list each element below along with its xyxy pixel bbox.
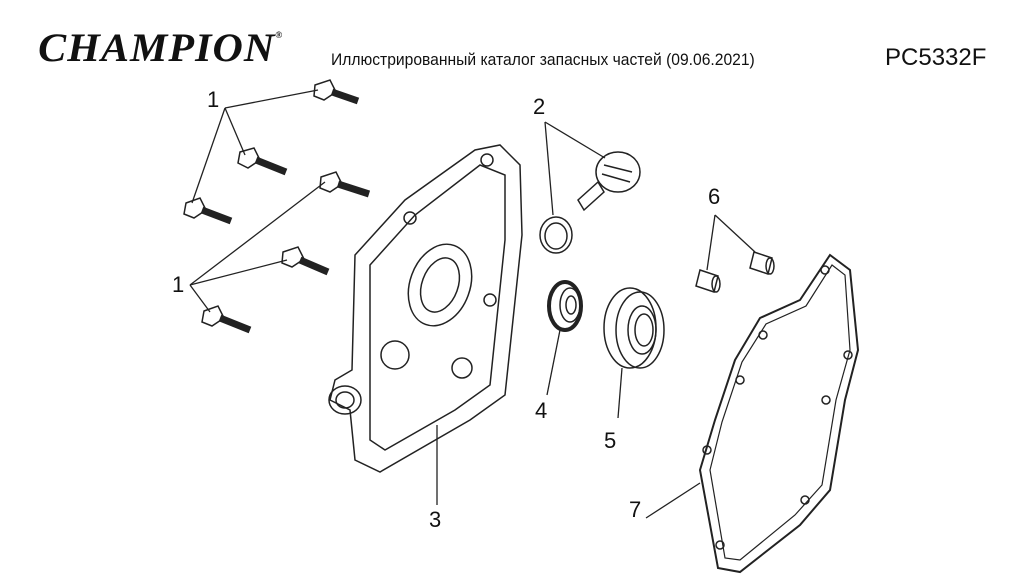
leader-lines-1 <box>189 89 326 313</box>
model-number: PC5332F <box>885 44 987 71</box>
bolt <box>183 197 233 225</box>
dowel-pin <box>749 251 775 275</box>
callout-7: 7 <box>629 497 641 522</box>
crankcase-cover <box>328 144 523 473</box>
bearing <box>603 287 665 369</box>
catalog-title: Иллюстрированный каталог запасных частей… <box>331 50 755 69</box>
callout-1-lower: 1 <box>172 272 184 297</box>
callout-4: 4 <box>535 398 547 423</box>
leader-lines-6 <box>706 214 756 271</box>
callout-3: 3 <box>429 507 441 532</box>
seal-ring <box>539 216 573 254</box>
bolt <box>201 305 252 334</box>
callout-6: 6 <box>708 184 720 209</box>
leader-line-7 <box>645 482 701 519</box>
oil-seal <box>547 280 583 332</box>
champion-logo: CHAMPION® <box>38 25 284 70</box>
callout-5: 5 <box>604 428 616 453</box>
leader-lines-2 <box>544 121 606 216</box>
leader-line-5 <box>617 367 623 419</box>
callout-2: 2 <box>533 94 545 119</box>
bolt <box>319 171 371 198</box>
callout-1-upper: 1 <box>207 87 219 112</box>
bolt <box>237 147 288 176</box>
leader-line-4 <box>546 329 561 396</box>
gasket <box>698 253 860 574</box>
bolt <box>281 246 330 276</box>
oil-filler-plug <box>577 151 641 212</box>
bolt <box>313 79 360 105</box>
dowel-pin <box>695 269 721 293</box>
